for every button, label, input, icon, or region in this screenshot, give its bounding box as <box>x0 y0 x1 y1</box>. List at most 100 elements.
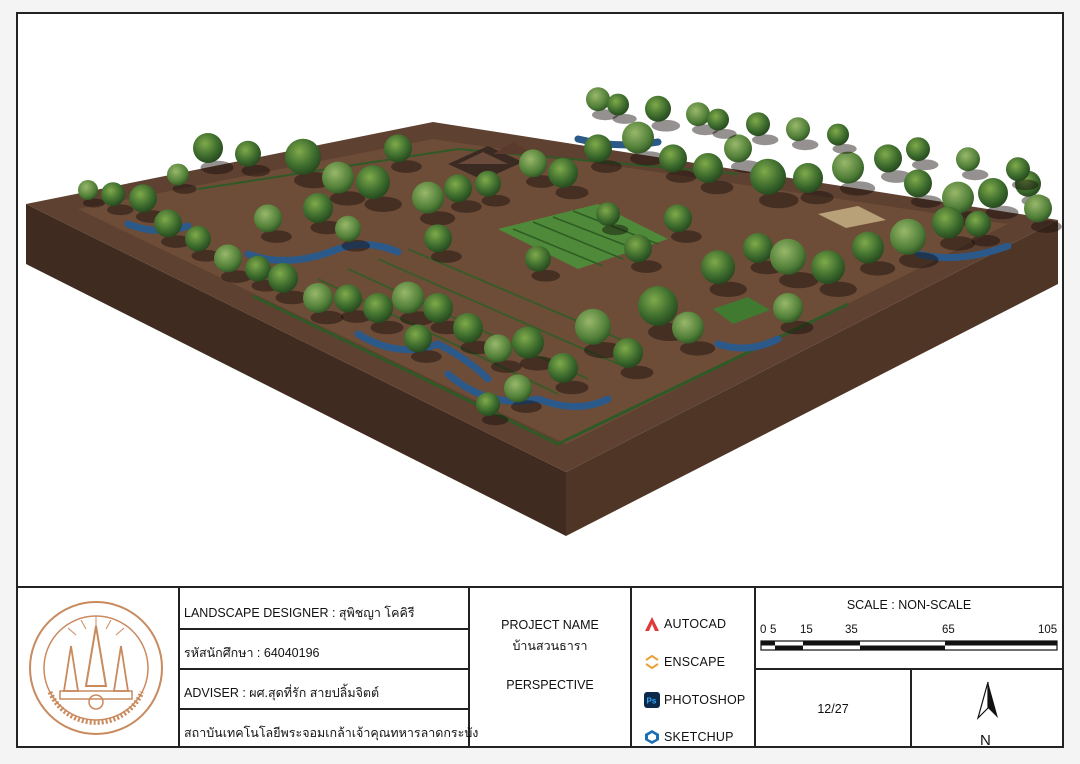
tree-shadow <box>792 139 819 151</box>
scale-tick: 15 <box>800 624 813 636</box>
tree <box>334 284 362 313</box>
tree <box>423 293 453 323</box>
tree-shadow <box>221 270 252 283</box>
pavilion <box>818 206 886 228</box>
tree-shadow <box>712 128 737 139</box>
software-enscape: ENSCAPE <box>664 655 726 669</box>
tree-shadow <box>819 281 857 297</box>
software-sketchup: SKETCHUP <box>664 730 734 744</box>
tree <box>672 311 704 344</box>
tree-shadow <box>779 272 819 289</box>
tree <box>701 250 735 285</box>
tree-shadow <box>940 236 976 251</box>
tree-shadow <box>555 185 589 200</box>
tree-shadow <box>671 230 702 243</box>
tree <box>444 174 472 203</box>
tree-shadow <box>602 224 629 236</box>
tree <box>686 102 710 127</box>
student-id: รหัสนักศึกษา : 64040196 <box>184 646 320 660</box>
tree <box>638 286 678 326</box>
tree <box>167 163 189 186</box>
tree <box>724 134 752 163</box>
tree <box>613 338 643 368</box>
tree <box>743 233 773 263</box>
tree <box>475 170 501 197</box>
trees <box>78 87 1062 426</box>
tree-shadow <box>451 200 482 213</box>
tree <box>659 144 687 173</box>
tree <box>965 210 991 237</box>
tree <box>750 158 786 195</box>
tree-shadow <box>364 196 402 212</box>
tree-shadow <box>630 151 666 166</box>
tree-shadow <box>591 160 622 173</box>
scale-tick: 5 <box>770 624 777 636</box>
software-photoshop: PHOTOSHOP <box>664 693 746 707</box>
tree-shadow <box>700 180 734 195</box>
sheet-number: 12/27 <box>817 702 849 716</box>
drawing-view: PERSPECTIVE <box>506 678 594 692</box>
tree <box>303 283 333 313</box>
tree-shadow <box>241 164 271 177</box>
soil-front-right <box>566 220 1058 536</box>
tree-shadow <box>191 249 221 262</box>
scale-tick: 35 <box>845 624 858 636</box>
house <box>448 142 533 180</box>
title-block: LANDSCAPE DESIGNER : สุพิชญา โคคิรี รหัส… <box>18 586 1062 749</box>
scale-tick: 105 <box>1038 624 1058 636</box>
enscape-icon <box>645 654 659 670</box>
photoshop-icon: Ps <box>644 692 660 708</box>
tree <box>78 180 98 200</box>
tree-shadow <box>341 239 371 252</box>
tree <box>1024 194 1052 223</box>
tree-shadow <box>780 320 814 335</box>
tree <box>622 121 654 154</box>
tree-shadow <box>275 290 309 305</box>
tree <box>693 153 723 183</box>
tree-shadow <box>511 400 542 413</box>
tree-shadow <box>840 181 876 196</box>
tree <box>322 161 354 194</box>
tree-shadow <box>899 252 939 269</box>
perspective-render <box>26 87 1062 536</box>
tree-shadow <box>482 414 509 426</box>
tree <box>607 93 629 116</box>
tree <box>484 334 512 363</box>
north-arrow-icon <box>976 681 998 721</box>
tree-shadow <box>200 160 234 175</box>
tree <box>245 255 271 282</box>
tree <box>624 234 652 263</box>
svg-text:Ps: Ps <box>647 697 657 706</box>
tree <box>874 144 902 173</box>
tree-shadow <box>962 169 989 181</box>
tree <box>101 182 125 207</box>
tree <box>335 215 361 242</box>
tree <box>596 202 620 227</box>
tree-shadow <box>911 195 942 208</box>
tree-shadow <box>651 119 681 132</box>
tree-shadow <box>330 191 366 206</box>
tree <box>254 204 282 233</box>
tree-shadow <box>985 205 1019 220</box>
soil-front-left <box>26 204 566 536</box>
tree <box>285 138 321 175</box>
tree <box>476 392 500 417</box>
autocad-icon <box>645 617 659 631</box>
tree-shadow <box>832 143 857 154</box>
tree <box>827 123 849 146</box>
tree <box>519 149 547 178</box>
tree <box>129 184 157 213</box>
tree <box>932 206 964 239</box>
tree-shadow <box>666 170 697 183</box>
drawing-sheet: LANDSCAPE DESIGNER : สุพิชญา โคคิรี รหัส… <box>16 12 1064 749</box>
tree <box>904 169 932 198</box>
tree-shadow <box>860 261 896 276</box>
tree <box>193 133 223 163</box>
tree-shadow <box>531 269 561 282</box>
institute-seal-icon <box>29 601 163 735</box>
institute-name: สถาบันเทคโนโลยีพระจอมเกล้าเจ้าคุณทหารลาด… <box>184 726 479 740</box>
tree-shadow <box>1031 220 1062 233</box>
tree-shadow <box>555 380 589 395</box>
tree <box>412 181 444 214</box>
tree-shadow <box>491 360 522 373</box>
